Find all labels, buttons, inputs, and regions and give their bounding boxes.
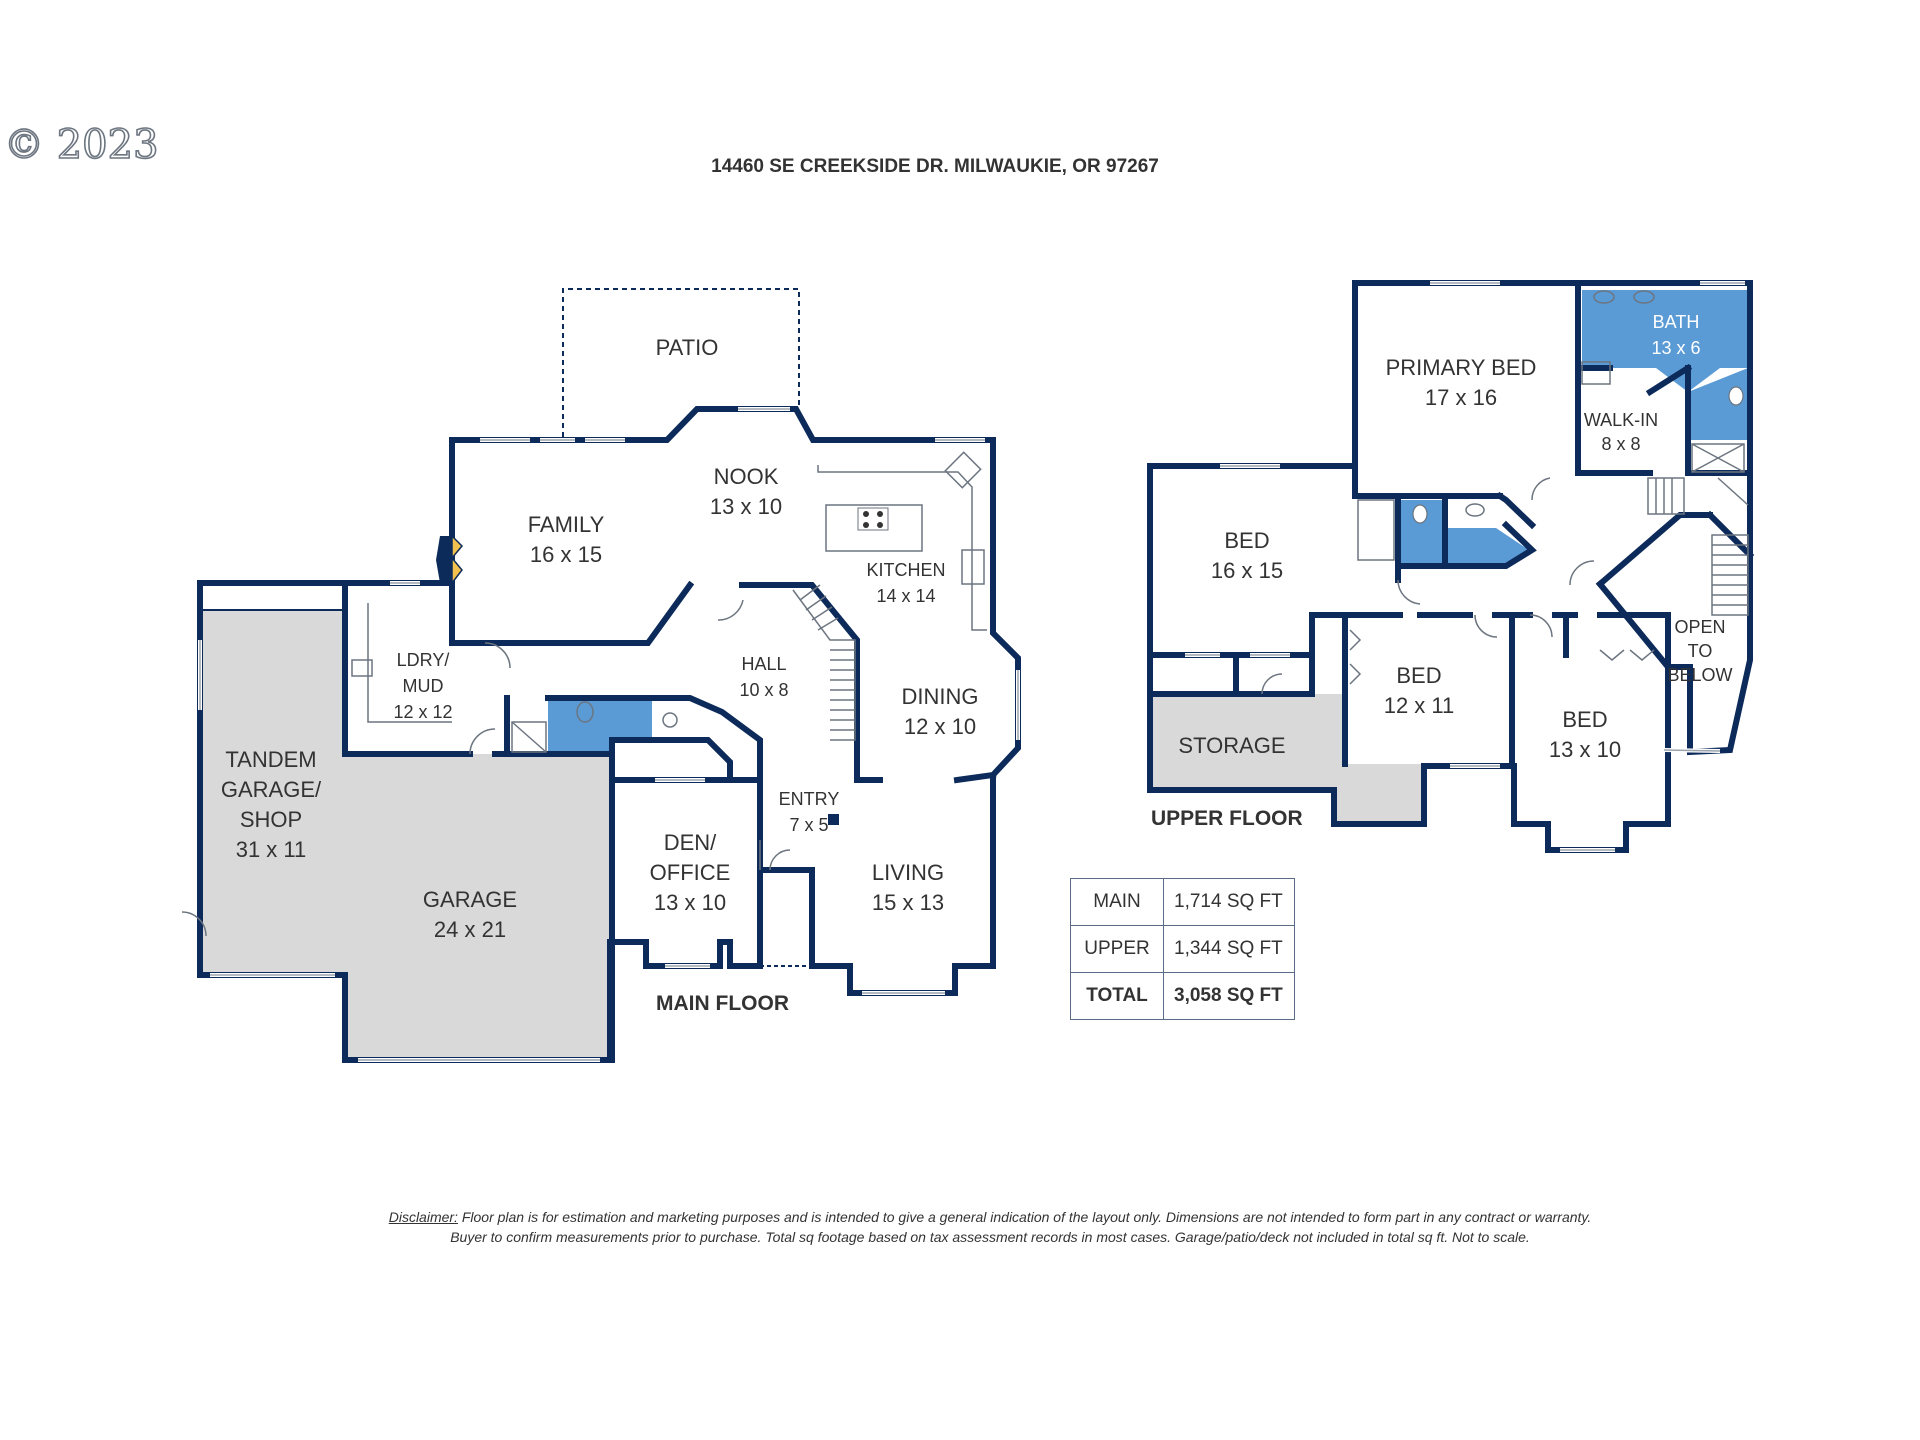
sqft-value: 3,058 SQ FT [1163, 972, 1295, 1020]
shower-icon [511, 721, 547, 753]
kitchen-island [825, 504, 923, 552]
upper-floor-windows [1185, 281, 1745, 852]
table-row: MAIN 1,714 SQ FT [1070, 878, 1295, 926]
cooktop-icon [857, 507, 889, 531]
upper-stairs [1647, 477, 1749, 616]
sqft-label: UPPER [1070, 925, 1164, 973]
toilet-icon-hall [1412, 504, 1428, 524]
upper-floor-plan: PRIMARY BED 17 x 16 BATH 13 x 6 WALK-IN … [1147, 280, 1755, 853]
disclaimer-label: Disclaimer: [388, 1209, 458, 1225]
room-tandem-3: SHOP [240, 807, 302, 832]
table-row: TOTAL 3,058 SQ FT [1070, 972, 1295, 1020]
sink-icon [1593, 290, 1615, 304]
square-footage-table: MAIN 1,714 SQ FT UPPER 1,344 SQ FT TOTAL… [1070, 878, 1295, 1020]
table-row: UPPER 1,344 SQ FT [1070, 925, 1295, 973]
room-bed-1-dim: 16 x 15 [1211, 558, 1283, 583]
room-hall-dim: 10 x 8 [739, 680, 788, 700]
thermostat-marker [828, 814, 839, 825]
room-primary-bed-dim: 17 x 16 [1425, 385, 1497, 410]
room-nook: NOOK [714, 464, 779, 489]
room-tandem-dim: 31 x 11 [236, 837, 307, 862]
disclaimer-line-2: Buyer to confirm measurements prior to p… [450, 1229, 1530, 1245]
sink-icon-hall [1465, 503, 1485, 517]
open-to-below-1: OPEN [1674, 617, 1725, 637]
sqft-value: 1,714 SQ FT [1163, 878, 1295, 926]
room-walk-in: WALK-IN [1584, 410, 1658, 430]
sqft-label: TOTAL [1070, 972, 1164, 1020]
main-floor-windows [198, 407, 1020, 1062]
room-bed-2-dim: 12 x 11 [1384, 693, 1455, 718]
hall-bath-fill [1398, 500, 1444, 566]
room-tandem: TANDEM [225, 747, 316, 772]
open-to-below-2: TO [1688, 641, 1713, 661]
room-kitchen-dim: 14 x 14 [876, 586, 935, 606]
room-tandem-2: GARAGE/ [221, 777, 322, 802]
room-bed-3: BED [1562, 707, 1607, 732]
laundry-counter [367, 603, 452, 723]
room-den-2: OFFICE [650, 860, 731, 885]
room-dining-dim: 12 x 10 [904, 714, 976, 739]
tandem-garage-fill [200, 610, 612, 1060]
room-laundry: LDRY/ [397, 650, 450, 670]
patio-outline [562, 288, 800, 437]
room-living-dim: 15 x 13 [872, 890, 944, 915]
room-primary-bed: PRIMARY BED [1386, 355, 1537, 380]
room-den-dim: 13 x 10 [654, 890, 726, 915]
room-entry: ENTRY [779, 789, 840, 809]
property-address: 14460 SE CREEKSIDE DR. MILWAUKIE, OR 972… [711, 156, 1159, 177]
kitchen-counter [817, 465, 987, 631]
toilet-icon [576, 701, 594, 723]
laundry-sink-icon [351, 659, 373, 677]
room-den: DEN/ [664, 830, 717, 855]
room-kitchen: KITCHEN [866, 560, 945, 580]
room-primary-bath: BATH [1653, 312, 1700, 332]
room-laundry-2: MUD [403, 676, 444, 696]
toilet-icon-upper [1728, 386, 1744, 406]
room-family-dim: 16 x 15 [530, 542, 602, 567]
primary-bath-fill [1582, 290, 1748, 392]
fireplace-icon [436, 536, 452, 583]
room-storage: STORAGE [1178, 733, 1285, 758]
main-stairs [792, 589, 856, 741]
sqft-value: 1,344 SQ FT [1163, 925, 1295, 973]
sink-icon-2 [1633, 290, 1655, 304]
room-bed-3-dim: 13 x 10 [1549, 737, 1621, 762]
upper-floor-label: UPPER FLOOR [1151, 807, 1303, 830]
powder-bath-fill [548, 698, 652, 752]
room-laundry-dim: 12 x 12 [393, 702, 452, 722]
copyright-watermark: © 2023 [4, 122, 159, 168]
sqft-label: MAIN [1070, 878, 1164, 926]
room-walk-in-dim: 8 x 8 [1601, 434, 1640, 454]
tub-icon [1357, 499, 1395, 561]
disclaimer-line-1: Floor plan is for estimation and marketi… [457, 1209, 1592, 1225]
main-floor-plan: PATIO FAMILY 16 x 15 NOOK 13 x 10 KITCHE… [181, 288, 1021, 1063]
disclaimer: Disclaimer: Floor plan is for estimation… [300, 1207, 1680, 1247]
main-floor-label: MAIN FLOOR [656, 992, 789, 1015]
room-living: LIVING [872, 860, 944, 885]
refrigerator-icon [961, 549, 985, 585]
shower-icon-upper [1691, 443, 1745, 473]
lavatory-icon [662, 712, 678, 728]
room-entry-dim: 7 x 5 [789, 815, 828, 835]
room-nook-dim: 13 x 10 [710, 494, 782, 519]
storage-fill [1150, 694, 1424, 824]
room-hall: HALL [741, 654, 786, 674]
open-to-below-3: BELOW [1667, 665, 1732, 685]
room-primary-bath-dim: 13 x 6 [1651, 338, 1700, 358]
kitchen-sink-icon [944, 451, 982, 489]
room-patio: PATIO [656, 335, 719, 360]
room-garage: GARAGE [423, 887, 517, 912]
room-dining: DINING [902, 684, 979, 709]
room-garage-dim: 24 x 21 [434, 917, 506, 942]
room-bed-2: BED [1396, 663, 1441, 688]
room-family: FAMILY [528, 512, 605, 537]
room-bed-1: BED [1224, 528, 1269, 553]
